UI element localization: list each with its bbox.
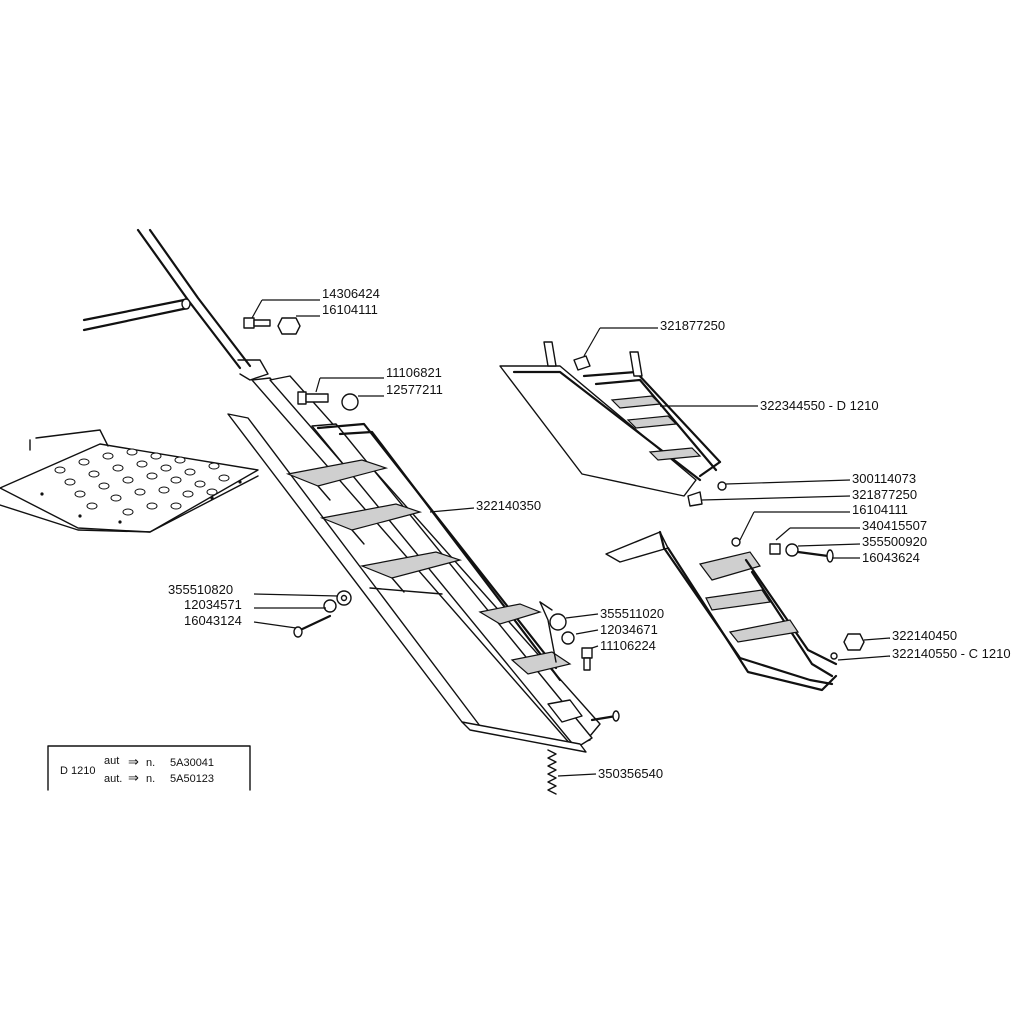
main-ladder bbox=[227, 375, 620, 753]
part-label: 14306424 bbox=[322, 286, 380, 301]
note-model: D 1210 bbox=[60, 765, 95, 777]
part-label: 322140450 bbox=[892, 628, 957, 643]
note-line1-value: 5A30041 bbox=[170, 757, 214, 769]
part-label: 16043624 bbox=[862, 550, 920, 565]
part-label: 11106821 bbox=[386, 365, 442, 380]
part-label: 12577211 bbox=[386, 382, 443, 397]
platform-deck bbox=[0, 429, 259, 533]
part-label: 321877250 bbox=[660, 318, 725, 333]
part-label: 16104111 bbox=[322, 302, 378, 317]
part-label: 12034571 bbox=[184, 597, 242, 612]
hardware bbox=[243, 317, 865, 795]
part-label: 322140550 - C 1210 bbox=[892, 646, 1011, 661]
arrow-icon: ⇒ bbox=[128, 770, 139, 785]
note-line2-n: n. bbox=[146, 773, 155, 785]
part-label: 11106224 bbox=[600, 638, 656, 653]
part-label: 355500920 bbox=[862, 534, 927, 549]
lower-ladder bbox=[605, 530, 838, 692]
note-line1-prefix: aut bbox=[104, 755, 119, 767]
part-label: 16043124 bbox=[184, 613, 242, 628]
upper-ladder bbox=[499, 341, 727, 507]
part-label: 322344550 - D 1210 bbox=[760, 398, 879, 413]
leader-lines bbox=[251, 299, 891, 777]
part-label: 16104111 bbox=[852, 502, 908, 517]
arrow-icon: ⇒ bbox=[128, 754, 139, 769]
handrail-tube bbox=[82, 228, 269, 381]
note-line2-prefix: aut. bbox=[104, 773, 122, 785]
part-label: 321877250 bbox=[852, 487, 917, 502]
part-label: 12034671 bbox=[600, 622, 658, 637]
note-line2-value: 5A50123 bbox=[170, 773, 214, 785]
part-label: 300114073 bbox=[852, 471, 916, 486]
part-label: 355511020 bbox=[600, 606, 664, 621]
part-labels: 14306424 16104111 11106821 12577211 3218… bbox=[168, 286, 1011, 781]
part-label: 340415507 bbox=[862, 518, 927, 533]
part-label: 355510820 bbox=[168, 582, 233, 597]
note-line1-n: n. bbox=[146, 757, 155, 769]
part-label: 350356540 bbox=[598, 766, 663, 781]
serial-note-box: D 1210 aut ⇒ n. 5A30041 aut. ⇒ n. 5A5012… bbox=[47, 745, 251, 791]
part-label: 322140350 bbox=[476, 498, 541, 513]
